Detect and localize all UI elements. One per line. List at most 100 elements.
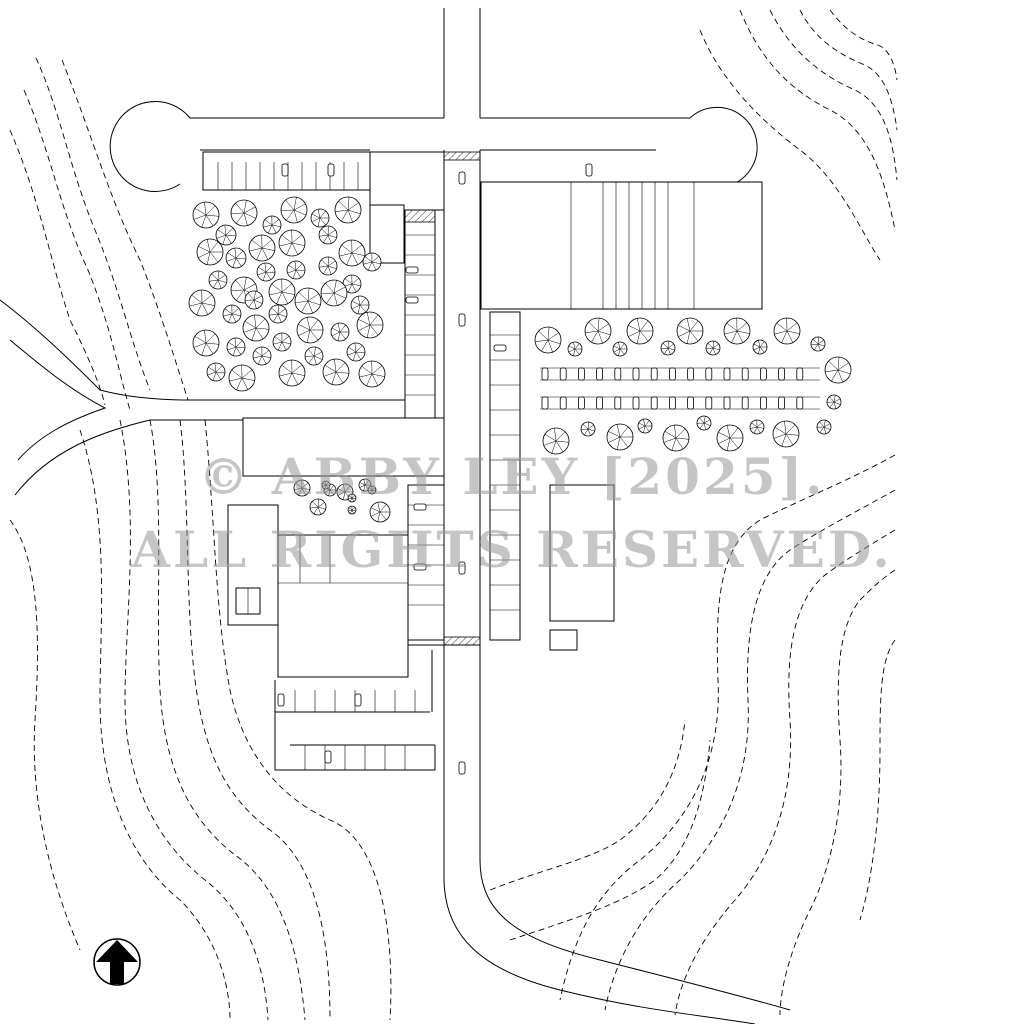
car-icon [760,367,767,381]
car-icon [559,396,567,410]
tree-icon [286,260,306,280]
tree-icon [696,415,712,431]
tree-icon [262,215,282,235]
car-icon [596,367,603,381]
tree-icon [338,239,366,267]
tree-icon [293,479,311,497]
gatehouse-building [369,151,445,211]
car-icon [796,396,804,410]
car-icon [614,396,622,410]
car-icon [650,367,658,381]
tree-icon [192,329,220,357]
car-icon [687,396,694,410]
car-icon [723,396,731,410]
tree-icon [192,201,220,229]
central-parking [407,151,820,646]
tree-icon [278,229,306,257]
north-east-building [480,181,763,310]
tree-icon [318,225,338,245]
tree-icon [358,478,372,492]
tree-icon [310,208,330,228]
buildings [227,151,763,678]
tree-icon [347,505,357,515]
tree-icon [716,424,744,452]
cars [277,163,804,775]
tree-icon [816,419,832,435]
tree-icon [606,423,634,451]
south-east-building [549,484,615,622]
tree-icon [256,262,276,282]
tree-icon [322,358,350,386]
car-icon [405,296,419,304]
car-icon [596,396,603,410]
car-icon [458,171,466,185]
tree-icon [723,317,751,345]
tree-icon [215,224,237,246]
tree-icon [304,346,324,366]
car-icon [778,367,785,381]
tree-icon [206,362,226,382]
car-icon [559,367,567,381]
tree-icon [369,501,391,523]
car-icon [687,367,694,381]
tree-icon [225,247,247,269]
tree-icon [296,316,324,344]
contour-lines [9,9,898,1021]
car-icon [458,761,466,775]
tree-icon [334,196,362,224]
car-icon [705,367,713,381]
roads [0,8,791,1024]
tree-icon [358,360,386,388]
car-icon [632,396,640,410]
tree-icon [367,485,377,495]
car-icon [541,396,549,410]
car-icon [650,396,658,410]
car-icon [723,367,731,381]
car-icon [324,750,332,764]
north-arrow-icon [93,938,141,986]
tree-icon [676,317,704,345]
car-icon [669,396,676,410]
tree-icon [226,337,246,357]
tree-icon [662,424,690,452]
tree-icon [580,421,596,437]
car-icon [493,344,507,352]
tree-icon [637,418,653,434]
tree-icon [534,326,562,354]
tree-icon [309,498,327,516]
tree-icon [346,342,366,362]
car-icon [705,396,713,410]
tree-icon [810,336,826,352]
car-icon [778,396,785,410]
tree-icon [542,427,570,455]
car-icon [614,367,622,381]
tree-icon [347,493,357,503]
tree-icon [356,311,384,339]
tree-icon [244,290,264,310]
car-icon [277,693,285,707]
tree-icon [567,341,583,357]
tree-icon [188,289,216,317]
car-icon [458,313,466,327]
tree-icon [749,419,765,435]
car-icon [541,367,549,381]
tree-icon [626,317,654,345]
gatehouse-annex [369,204,405,264]
car-icon [578,367,585,381]
tree-icon [196,238,224,266]
central-connector-building [242,417,445,477]
tree-icon [242,314,270,342]
car-icon [413,503,427,511]
tree-icon [208,270,228,290]
tree-icon [272,332,292,352]
car-icon [585,163,593,177]
tree-icon [321,480,331,490]
tree-icon [280,196,308,224]
tree-icon [318,256,338,276]
tree-icon [584,317,612,345]
south-parking [274,650,436,771]
tree-icon [320,279,348,307]
tree-icon [248,234,276,262]
car-icon [327,163,335,177]
